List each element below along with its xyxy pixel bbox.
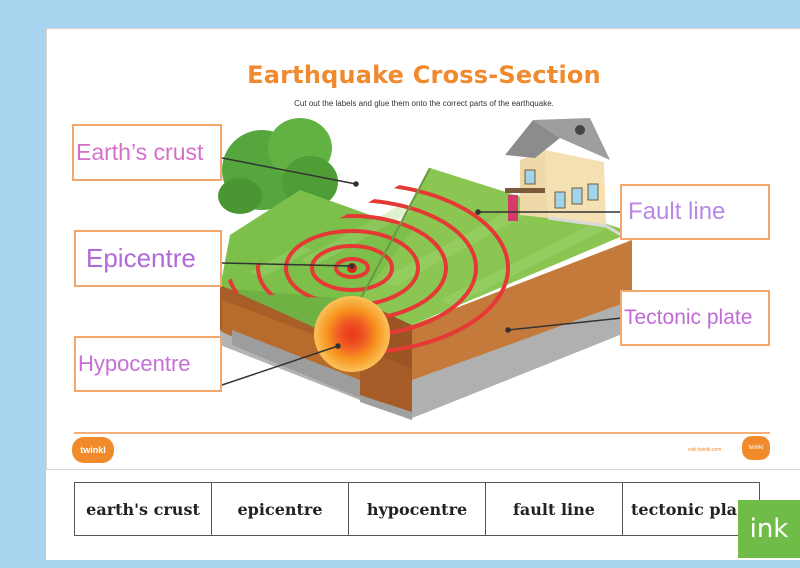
label-hypocentre-text: Hypocentre [78, 351, 191, 376]
twinkl-logo-small: twinkl [742, 436, 770, 460]
word-card: fault line [485, 482, 623, 536]
label-fault-line-text: Fault line [628, 198, 726, 225]
ink-badge[interactable]: ink [738, 500, 800, 558]
hypocentre-glow [314, 296, 390, 372]
twinkl-logo-small-text: twinkl [748, 445, 764, 451]
label-tectonic-plate: Tectonic plate [620, 290, 770, 346]
footer-divider [74, 432, 770, 434]
footer-url: visit twinkl.com [688, 447, 722, 453]
word-card: earth's crust [74, 482, 212, 536]
house-icon [505, 118, 631, 242]
label-epicentre: Epicentre [74, 230, 222, 287]
pointer-lines [221, 157, 623, 386]
label-hypocentre: Hypocentre [74, 336, 222, 392]
label-earths-crust-text: Earth’s crust [76, 139, 204, 165]
label-fault-line: Fault line [620, 184, 770, 240]
word-row: earth's crust epicentre hypocentre fault… [74, 482, 760, 536]
worksheet-title: Earthquake Cross-Section [247, 61, 601, 89]
worksheet-subtitle: Cut out the labels and glue them onto th… [294, 99, 554, 108]
word-strip: earth's crust epicentre hypocentre fault… [46, 470, 800, 560]
label-epicentre-text: Epicentre [86, 243, 196, 273]
word-card: hypocentre [348, 482, 486, 536]
label-tectonic-plate-text: Tectonic plate [624, 306, 753, 329]
word-card: epicentre [211, 482, 349, 536]
label-earths-crust: Earth’s crust [72, 124, 222, 181]
twinkl-logo: twinkl [72, 437, 114, 463]
fault-line-mark [359, 167, 431, 301]
tree-icon [218, 118, 338, 235]
